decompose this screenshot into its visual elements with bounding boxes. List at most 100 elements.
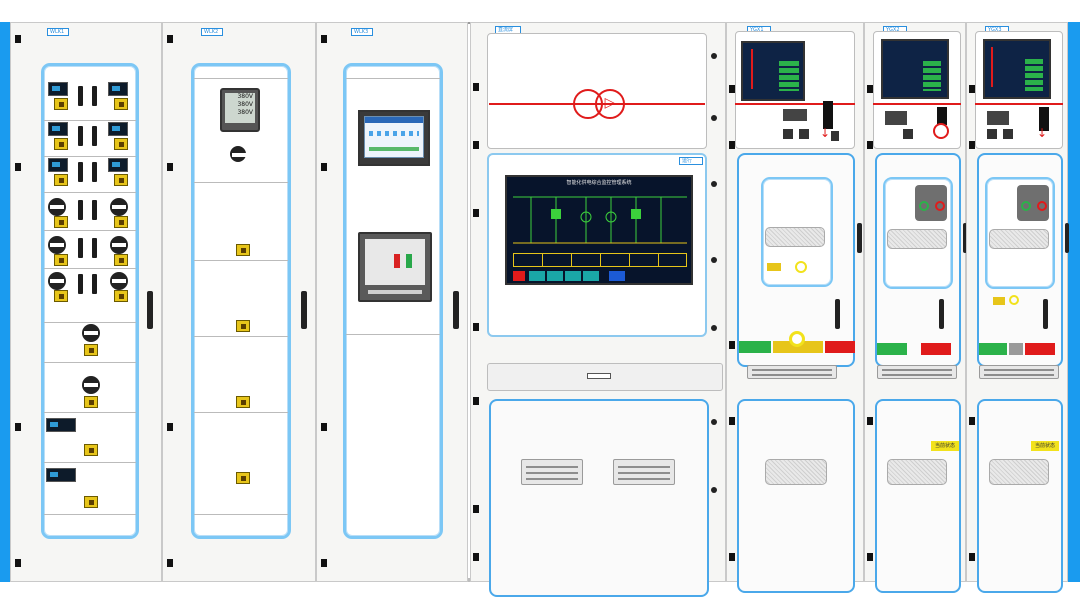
control-switch[interactable] xyxy=(903,129,913,139)
switch-lever[interactable] xyxy=(78,200,83,220)
switch-lever[interactable] xyxy=(92,126,97,146)
door-handle[interactable] xyxy=(147,291,153,329)
door-handle[interactable] xyxy=(301,291,307,329)
rotary-switch-knob[interactable] xyxy=(110,272,128,290)
air-circuit-breaker[interactable] xyxy=(358,232,432,302)
switch-lever[interactable] xyxy=(78,238,83,258)
side-handle[interactable] xyxy=(1065,223,1069,253)
row-divider xyxy=(346,78,440,79)
control-switch[interactable] xyxy=(831,131,839,141)
protection-relay-screen[interactable] xyxy=(881,39,949,99)
ygx2-lower-door[interactable] xyxy=(875,399,961,593)
relay-screen-values xyxy=(923,61,941,91)
hmi-menu-button[interactable] xyxy=(609,271,625,281)
hmi-nav-buttons[interactable] xyxy=(529,271,601,281)
row-divider xyxy=(44,120,136,121)
position-indicator-knob[interactable] xyxy=(1009,295,1019,305)
indicator-lamp xyxy=(114,254,128,266)
switch-lever[interactable] xyxy=(92,238,97,258)
door-wlk1[interactable] xyxy=(41,63,139,539)
control-switch[interactable] xyxy=(783,129,793,139)
rotary-switch-knob[interactable] xyxy=(82,376,100,394)
protection-relay-screen[interactable] xyxy=(741,41,805,101)
position-indicator-knob[interactable] xyxy=(795,261,807,273)
control-switch[interactable] xyxy=(799,129,809,139)
switch-lever[interactable] xyxy=(78,274,83,294)
relay-keypad[interactable] xyxy=(885,111,907,125)
dc-panel-lower-door[interactable] xyxy=(489,399,709,597)
door-lock[interactable] xyxy=(711,53,717,59)
switch-lever[interactable] xyxy=(78,86,83,106)
switch-lever[interactable] xyxy=(92,162,97,182)
door-wlk3[interactable] xyxy=(343,63,443,539)
switch-green-mark xyxy=(919,201,929,211)
switch-lever[interactable] xyxy=(78,126,83,146)
protection-relay-screen[interactable] xyxy=(983,39,1051,99)
door-handle[interactable] xyxy=(939,299,944,329)
cabinet-label-wlk1: WLK1 xyxy=(47,28,69,36)
door-handle[interactable] xyxy=(835,299,840,329)
transformer-symbol: ▷ xyxy=(595,89,625,119)
rotary-switch-knob[interactable] xyxy=(48,236,66,254)
ygx3-lower-door[interactable] xyxy=(977,399,1063,593)
breaker-red-button[interactable] xyxy=(394,254,400,268)
module-meter xyxy=(108,158,128,172)
relay-keypad[interactable] xyxy=(783,109,807,121)
hinge xyxy=(867,553,873,561)
door-lock[interactable] xyxy=(711,487,717,493)
ygx1-lower-door[interactable] xyxy=(737,399,855,593)
door-handle[interactable] xyxy=(453,291,459,329)
control-switch[interactable] xyxy=(1003,129,1013,139)
rotary-switch-knob[interactable] xyxy=(110,236,128,254)
screen-footer xyxy=(369,147,419,151)
hmi-alarm-button[interactable] xyxy=(513,271,525,281)
row-divider xyxy=(194,514,288,515)
busbar xyxy=(975,103,1063,105)
hinge xyxy=(473,505,479,513)
touch-screen-panel[interactable] xyxy=(358,110,430,166)
door-lock[interactable] xyxy=(711,325,717,331)
operating-hole-ring[interactable] xyxy=(789,331,805,347)
indicator-lamp xyxy=(84,396,98,408)
cabinet-wlk2: WLK2 380V 380V 380V xyxy=(162,22,316,582)
switch-lever[interactable] xyxy=(92,274,97,294)
rotary-switch-knob[interactable] xyxy=(48,272,66,290)
switch-lever[interactable] xyxy=(92,200,97,220)
door-lock[interactable] xyxy=(711,181,717,187)
indicator-lamp xyxy=(54,254,68,266)
hinge xyxy=(167,423,173,431)
side-handle[interactable] xyxy=(857,223,862,253)
door-lock[interactable] xyxy=(711,257,717,263)
selector-knob[interactable] xyxy=(230,146,246,162)
door-wlk2[interactable]: 380V 380V 380V xyxy=(191,63,291,539)
hinge xyxy=(867,417,873,425)
rotary-switch-knob[interactable] xyxy=(48,198,66,216)
rotary-switch-knob[interactable] xyxy=(110,198,128,216)
hinge xyxy=(473,553,479,561)
control-switch[interactable] xyxy=(987,129,997,139)
open-indicator xyxy=(825,341,855,353)
hinge xyxy=(729,85,735,93)
hinge xyxy=(167,35,173,43)
switch-lever[interactable] xyxy=(78,162,83,182)
indicator-lamp xyxy=(54,290,68,302)
load-switch-operator[interactable] xyxy=(915,185,947,221)
door-lock[interactable] xyxy=(711,115,717,121)
switch-lever[interactable] xyxy=(92,86,97,106)
door-lock[interactable] xyxy=(711,419,717,425)
load-switch-operator[interactable] xyxy=(1017,185,1049,221)
module-meter xyxy=(48,122,68,136)
ventilation-grid xyxy=(989,459,1049,485)
hmi-title: 智能化供电综合监控管理系统 xyxy=(566,180,632,186)
hinge xyxy=(473,209,479,217)
cabinet-ygx2: YGX2 运行 当前状态 xyxy=(864,22,967,593)
side-handle[interactable] xyxy=(963,223,967,253)
monitoring-hmi-screen[interactable]: 智能化供电综合监控管理系统 xyxy=(505,175,693,285)
breaker-green-button[interactable] xyxy=(406,254,412,268)
relay-keypad[interactable] xyxy=(987,111,1009,125)
cabinet-label-wlk2: WLK2 xyxy=(201,28,223,36)
rotary-switch-knob[interactable] xyxy=(82,324,100,342)
door-handle[interactable] xyxy=(1043,299,1048,329)
drawer-handle[interactable] xyxy=(587,373,611,379)
open-indicator xyxy=(921,343,951,355)
